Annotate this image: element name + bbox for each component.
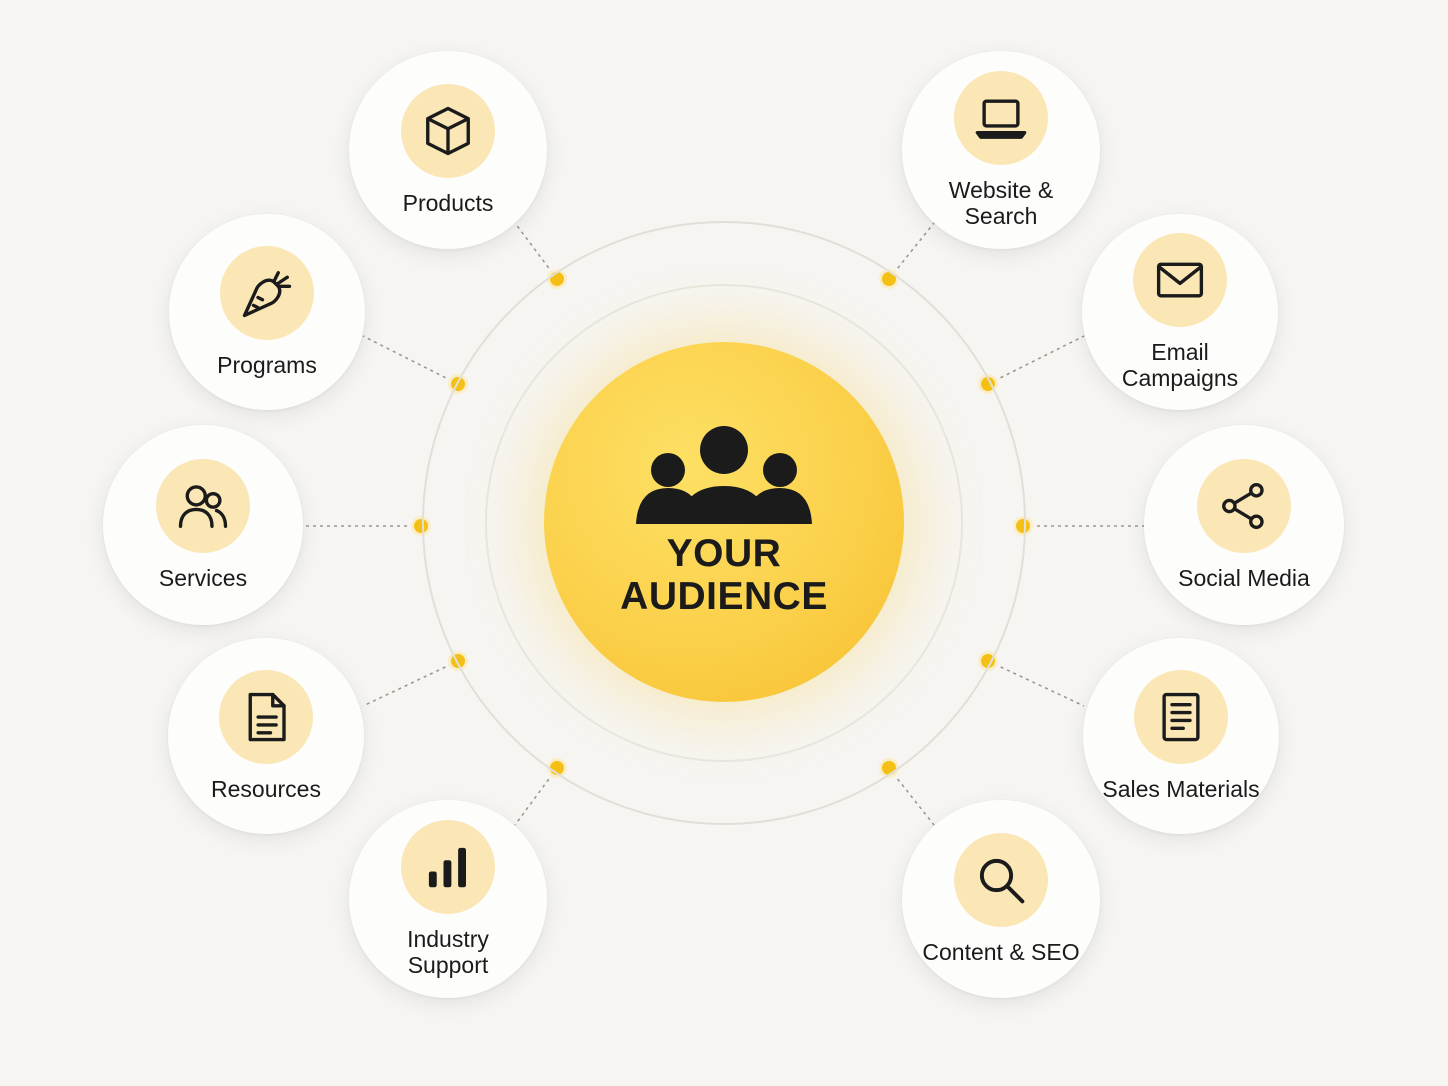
laptop-icon xyxy=(975,99,1027,139)
carrot-icon xyxy=(242,271,292,318)
node-industry-support[interactable]: Industry Support xyxy=(349,800,547,998)
node-sales-materials[interactable]: Sales Materials xyxy=(1083,638,1279,834)
magnifier-icon xyxy=(979,858,1025,904)
connector-sales-materials xyxy=(987,660,1085,707)
connector-content-seo xyxy=(888,767,935,826)
document-icon xyxy=(248,692,286,742)
node-website-search[interactable]: Website & Search xyxy=(902,51,1100,249)
node-services[interactable]: Services xyxy=(103,425,303,625)
node-email-campaigns[interactable]: Email Campaigns xyxy=(1082,214,1278,410)
audience-group-icon xyxy=(636,426,812,524)
node-products[interactable]: Products xyxy=(349,51,547,249)
connector-resources xyxy=(362,660,459,707)
node-resources[interactable]: Resources xyxy=(168,638,364,834)
node-content-seo[interactable]: Content & SEO xyxy=(902,800,1100,998)
inner-orbit-ring xyxy=(485,284,963,762)
sales-document-icon xyxy=(1162,692,1200,742)
icon-badge xyxy=(1134,670,1228,764)
bar-chart-icon xyxy=(428,847,466,888)
icon-badge xyxy=(401,820,495,914)
icon-badge xyxy=(954,71,1048,165)
node-label-email-campaigns: Email Campaigns xyxy=(1121,339,1239,391)
icon-badge xyxy=(1133,233,1227,327)
icon-badge xyxy=(401,84,495,178)
node-label-industry-support: Industry Support xyxy=(407,926,489,978)
connector-programs xyxy=(362,335,459,385)
icon-badge xyxy=(219,670,313,764)
node-social-media[interactable]: Social Media xyxy=(1144,425,1344,625)
outer-orbit-ring xyxy=(422,221,1026,825)
node-label-sales-materials: Sales Materials xyxy=(1102,776,1260,802)
node-label-social-media: Social Media xyxy=(1178,565,1310,591)
audience-hub: YOUR AUDIENCE xyxy=(544,342,904,702)
node-label-website-search: Website & Search xyxy=(948,177,1054,229)
icon-badge xyxy=(220,246,314,340)
connector-industry-support xyxy=(514,767,558,826)
box-icon xyxy=(426,106,470,156)
icon-badge xyxy=(954,833,1048,927)
hub-title: YOUR AUDIENCE xyxy=(620,532,828,618)
people-icon xyxy=(178,485,228,528)
node-label-content-seo: Content & SEO xyxy=(922,939,1080,965)
node-label-resources: Resources xyxy=(211,776,321,802)
envelope-icon xyxy=(1156,262,1204,298)
connector-website-search xyxy=(888,222,935,280)
connector-products xyxy=(514,222,558,280)
node-label-programs: Programs xyxy=(217,352,317,378)
connector-email-campaigns xyxy=(987,335,1085,385)
node-programs[interactable]: Programs xyxy=(169,214,365,410)
icon-badge xyxy=(1197,459,1291,553)
node-label-products: Products xyxy=(402,190,494,216)
share-icon xyxy=(1222,482,1264,530)
node-label-services: Services xyxy=(158,565,248,591)
icon-badge xyxy=(156,459,250,553)
